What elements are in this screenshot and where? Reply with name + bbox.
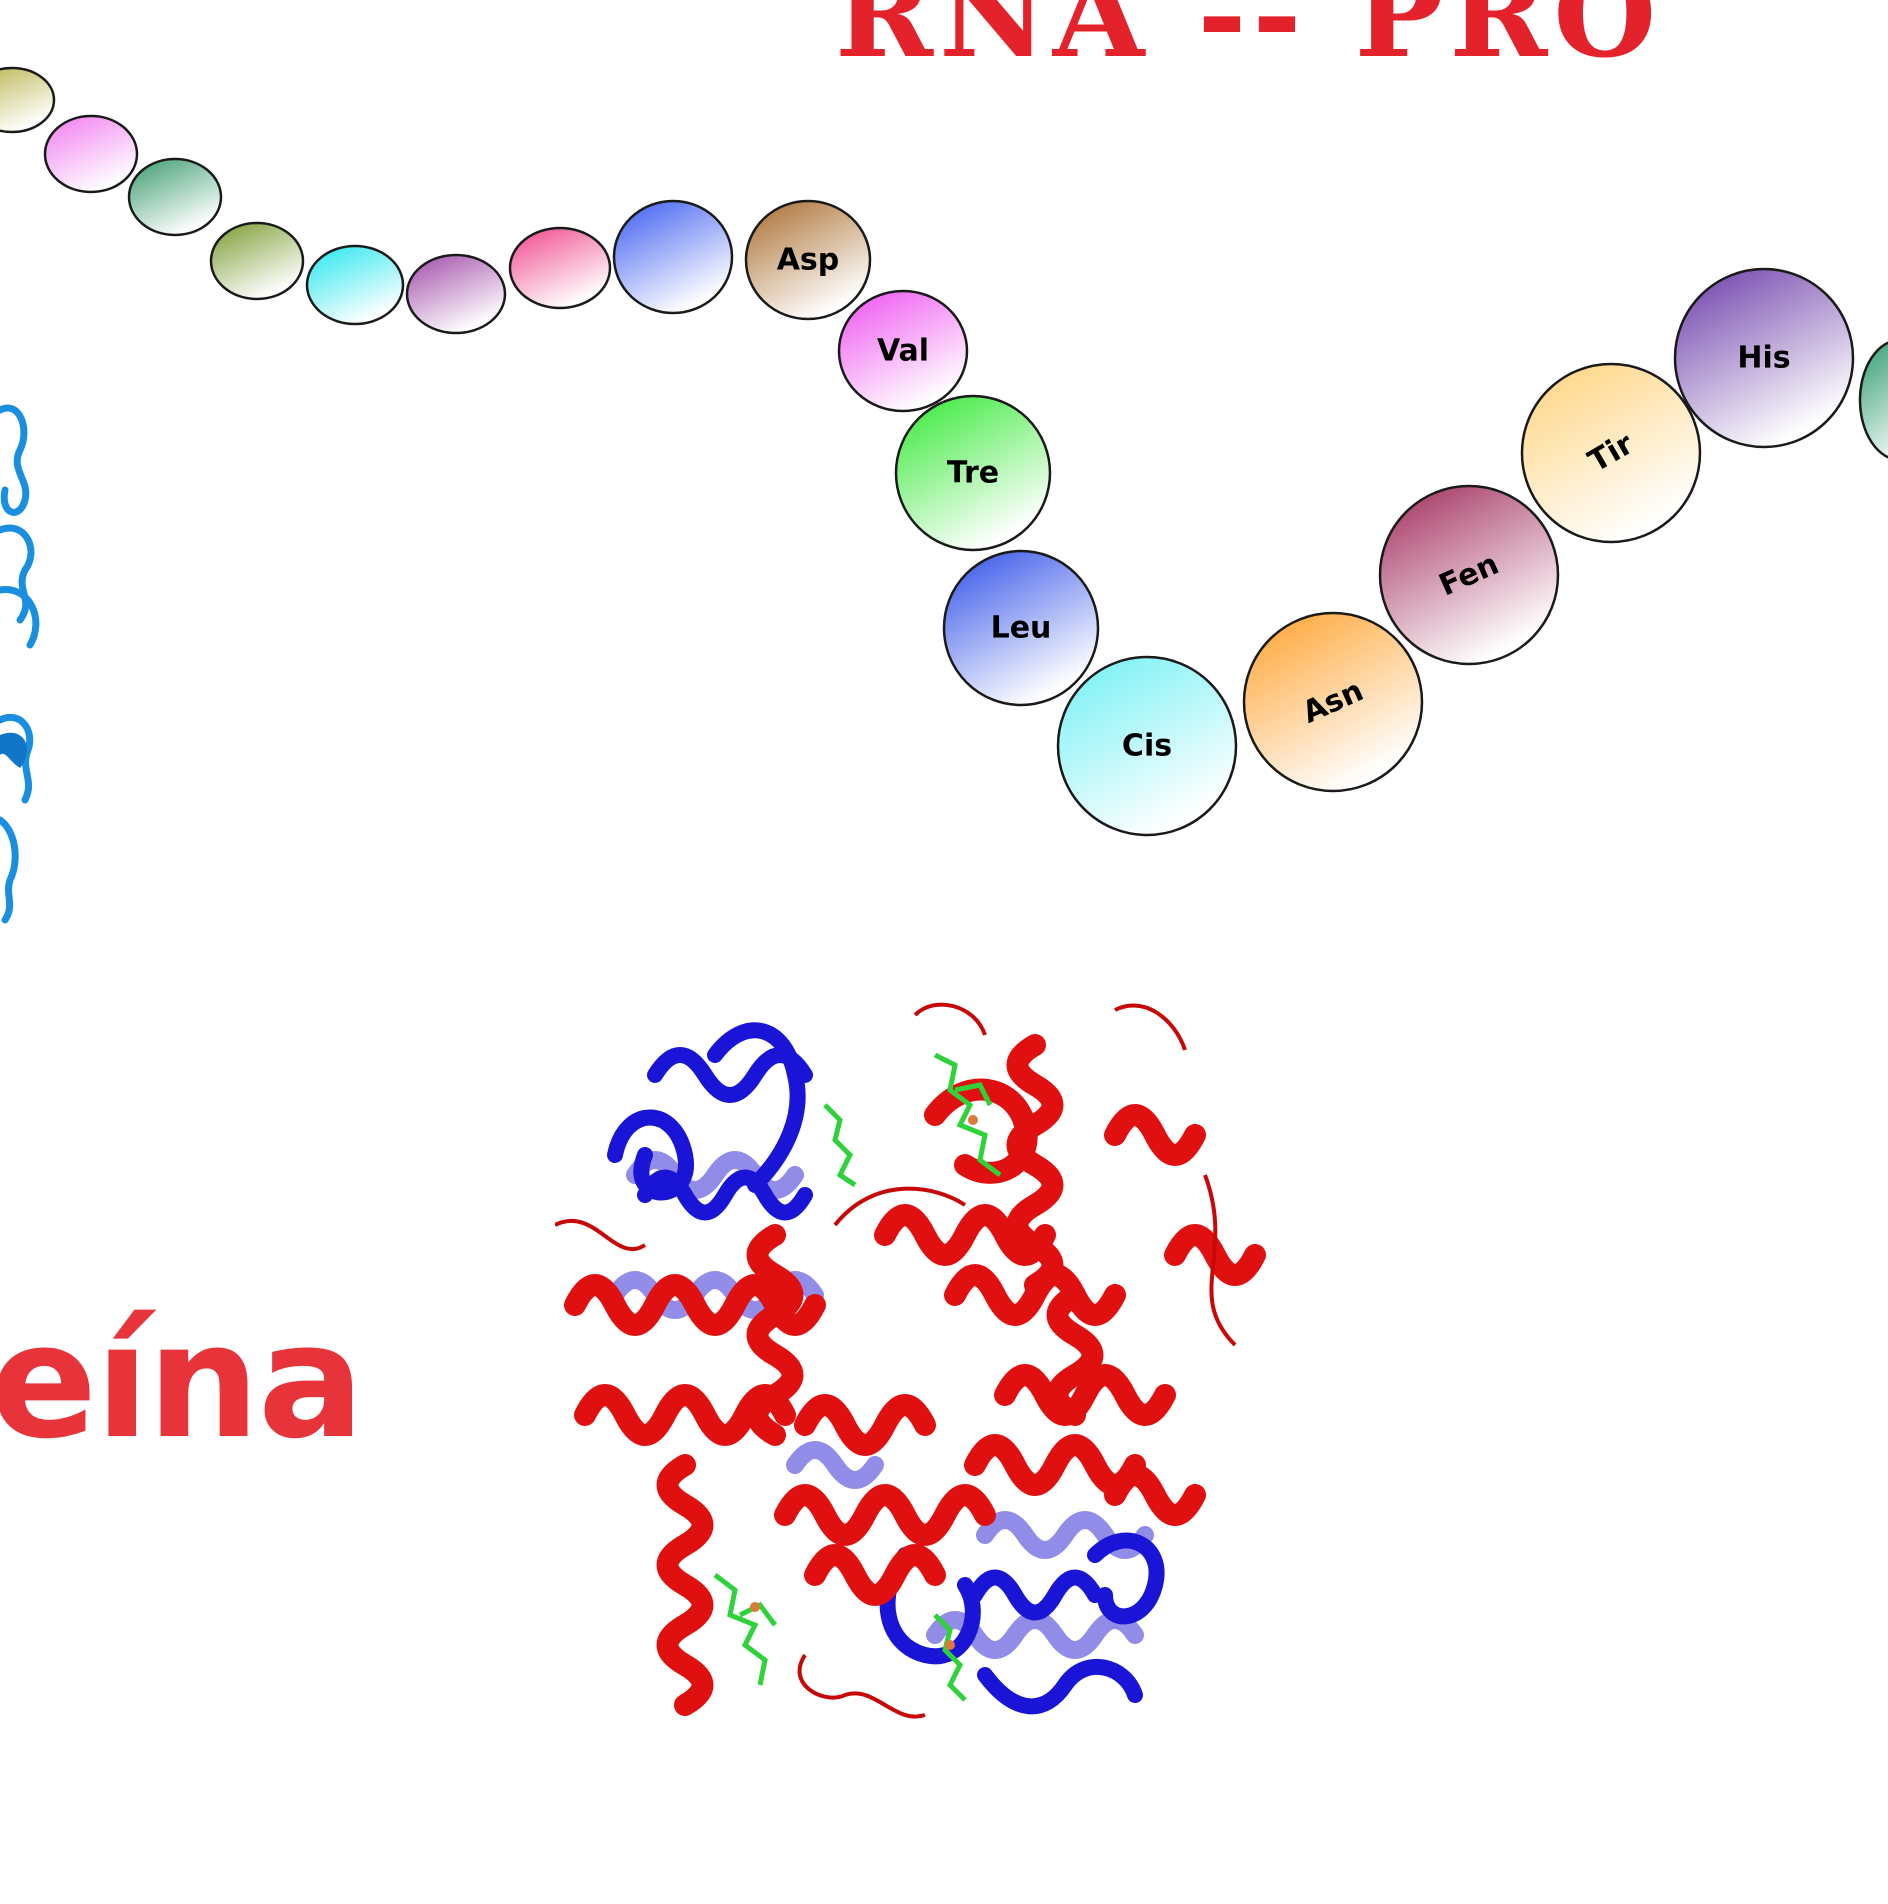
amino-acid-bead (508, 226, 612, 310)
amino-acid-bead (1858, 341, 1888, 459)
amino-acid-bead (305, 244, 405, 326)
amino-acid-bead (837, 289, 969, 413)
amino-acid-label: Tre (947, 456, 999, 491)
amino-acid-label: Val (877, 334, 929, 369)
amino-acid-bead (209, 221, 305, 301)
amino-acid-bead (744, 199, 872, 321)
amino-acid-label: Cis (1122, 729, 1172, 764)
amino-acid-bead (0, 66, 56, 134)
title-fragment: RNA -- PRO (835, 0, 1663, 84)
amino-acid-bead (43, 114, 139, 194)
amino-acid-bead (1242, 611, 1424, 793)
amino-acid-label: Leu (991, 611, 1052, 646)
amino-acid-label: His (1737, 341, 1790, 376)
amino-acid-bead (1673, 267, 1855, 449)
protein-word-fragment: eína (0, 1290, 364, 1474)
hemoglobin-ribbon-icon (555, 1002, 1266, 1719)
amino-acid-bead (1378, 484, 1560, 666)
protein-ribbon-icon (0, 404, 40, 924)
amino-acid-bead (942, 549, 1100, 707)
amino-acid-bead (405, 253, 507, 335)
amino-acid-bead (612, 199, 734, 315)
amino-acid-bead (127, 157, 223, 237)
amino-acid-bead (1056, 655, 1238, 837)
amino-acid-bead (1520, 362, 1702, 544)
amino-acid-label: Asp (777, 243, 840, 278)
amino-acid-bead (894, 394, 1052, 552)
